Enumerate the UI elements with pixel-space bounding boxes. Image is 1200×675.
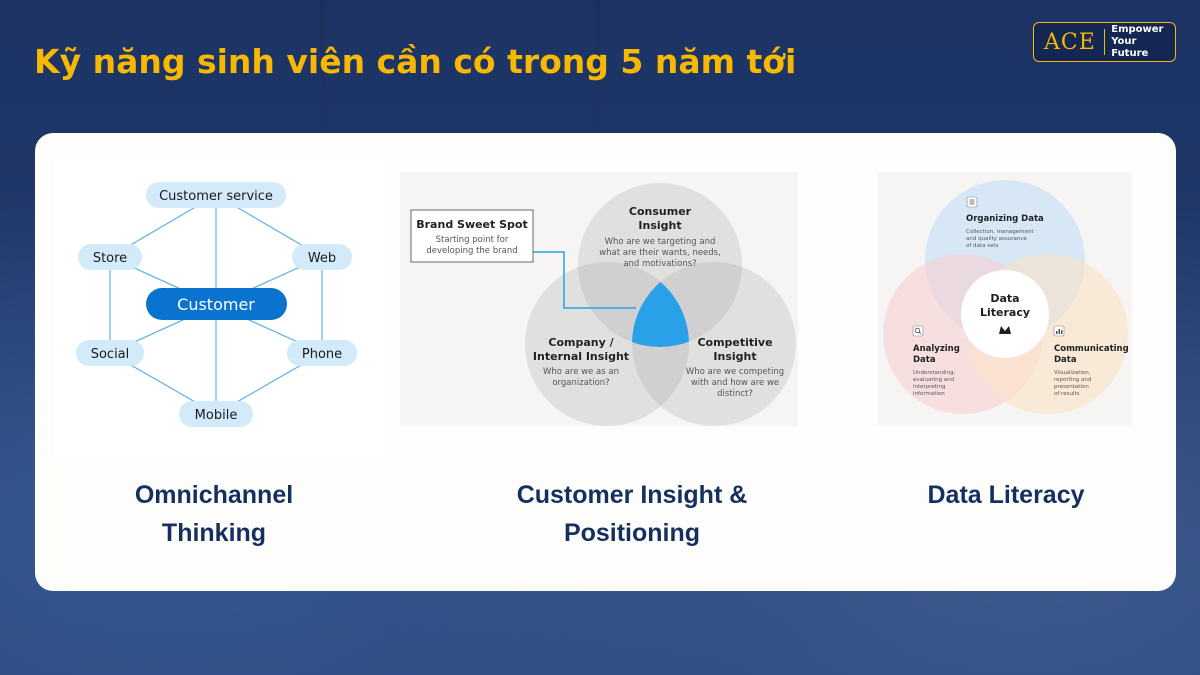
node-phone: Phone [287, 340, 357, 366]
omnichannel-caption-line-1: Omnichannel [134, 481, 294, 509]
customer-insight-caption: Customer Insight & Positioning [452, 476, 812, 552]
company-insight-desc-line-2: organization? [552, 378, 609, 388]
competitive-insight-desc-line-3: distinct? [717, 389, 753, 399]
communicating-data-desc-line-2: reporting and [1054, 377, 1091, 383]
organizing-data-desc-line-1: Collection, management [966, 229, 1034, 235]
analyzing-data-desc-line-1: Understanding, [913, 370, 956, 376]
background-photo-center [325, 0, 595, 140]
logo-divider [1103, 29, 1106, 55]
consumer-insight-desc-line-3: and motivations? [623, 259, 696, 269]
organizing-data-desc-line-3: of data sets [966, 243, 999, 249]
logo-tagline-line-1: Empower [1111, 24, 1164, 35]
brand-sweet-spot-region [632, 262, 689, 347]
consumer-insight-title-line-1: Consumer [629, 205, 692, 218]
node-phone-label: Phone [302, 347, 342, 362]
communicating-data-title-line-1: Communicating [1054, 344, 1129, 354]
brand-sweet-spot-title: Brand Sweet Spot [416, 218, 527, 231]
omnichannel-svg: Customer service Web Phone Mobile Social… [76, 182, 357, 427]
omnichannel-caption-line-2: Thinking [161, 519, 267, 547]
data-literacy-caption: Data Literacy [927, 481, 1085, 509]
organizing-data-title: Organizing Data [966, 214, 1044, 224]
node-social-label: Social [91, 347, 130, 362]
logo-wordmark: ACE [1044, 29, 1096, 55]
sweet-spot-connector [528, 251, 636, 309]
omnichannel-caption: Omnichannel Thinking [34, 476, 394, 552]
node-customer-service-label: Customer service [159, 189, 273, 204]
node-social: Social [76, 340, 144, 366]
company-insight-title-line-2: Internal Insight [533, 350, 629, 363]
analyzing-data-desc-line-3: interpreting [913, 384, 946, 390]
logo-tagline-line-2: Your Future [1111, 36, 1149, 59]
logo-tagline: Empower Your Future [1105, 24, 1175, 60]
competitive-insight-desc-line-1: Who are we competing [686, 367, 784, 377]
ace-logo: ACE Empower Your Future [1033, 22, 1176, 62]
customer-insight-diagram: Brand Sweet Spot Starting point for deve… [400, 172, 798, 426]
data-literacy-center-line-2: Literacy [980, 306, 1030, 319]
company-insight-desc-line-1: Who are we as an [543, 367, 619, 377]
company-insight-title-line-1: Company / [548, 336, 614, 349]
brand-sweet-spot-desc-line-2: developing the brand [426, 246, 517, 256]
communicating-data-desc-line-3: presentation [1054, 384, 1089, 390]
node-web: Web [292, 244, 352, 270]
consumer-insight-title-line-2: Insight [638, 219, 681, 232]
consumer-insight-desc-line-2: what are their wants, needs, [599, 248, 721, 258]
organizing-data-desc-line-2: and quality assurance [966, 236, 1027, 242]
node-web-label: Web [308, 251, 336, 266]
communicating-data-title-line-2: Data [1054, 355, 1077, 365]
customer-insight-caption-line-1: Customer Insight & [516, 481, 748, 509]
consumer-insight-circle [578, 183, 742, 347]
brand-sweet-spot-desc-line-1: Starting point for [436, 235, 509, 245]
background-photo-left [0, 0, 320, 140]
communicating-data-desc-line-1: Visualization, [1054, 370, 1091, 376]
node-customer-center: Customer [146, 288, 287, 320]
analyzing-data-desc-line-2: evaluating and [913, 377, 954, 383]
customer-insight-svg: Brand Sweet Spot Starting point for deve… [410, 183, 796, 426]
node-store-label: Store [93, 251, 127, 266]
node-mobile-label: Mobile [195, 408, 238, 423]
organizing-data-icon [966, 196, 978, 208]
data-literacy-center [961, 270, 1049, 358]
analyzing-data-title-line-1: Analyzing [913, 344, 960, 354]
data-literacy-svg: Data Literacy Organizing Data Collection… [883, 180, 1129, 414]
node-store: Store [78, 244, 142, 270]
node-customer-service: Customer service [146, 182, 286, 208]
node-mobile: Mobile [179, 401, 253, 427]
analyzing-data-desc-line-4: information [913, 391, 945, 397]
competitive-insight-title-line-1: Competitive [697, 336, 772, 349]
data-literacy-center-line-1: Data [990, 292, 1019, 305]
competitive-insight-title-line-2: Insight [713, 350, 756, 363]
consumer-insight-desc-line-1: Who are we targeting and [605, 237, 716, 247]
brand-sweet-spot-box [410, 209, 534, 263]
node-customer-center-label: Customer [177, 295, 255, 314]
communicating-data-desc-line-4: of results [1054, 391, 1080, 397]
customer-insight-caption-line-2: Positioning [563, 519, 701, 547]
search-icon [912, 325, 924, 337]
competitive-insight-desc-line-2: with and how are we [691, 378, 779, 388]
data-literacy-diagram: Data Literacy Organizing Data Collection… [878, 172, 1132, 426]
data-literacy-m-icon [999, 326, 1011, 334]
omnichannel-diagram: Customer service Web Phone Mobile Social… [55, 160, 388, 456]
chart-icon [1053, 325, 1065, 337]
analyzing-data-title-line-2: Data [913, 355, 936, 365]
page-title: Kỹ năng sinh viên cần có trong 5 năm tới [34, 42, 797, 81]
